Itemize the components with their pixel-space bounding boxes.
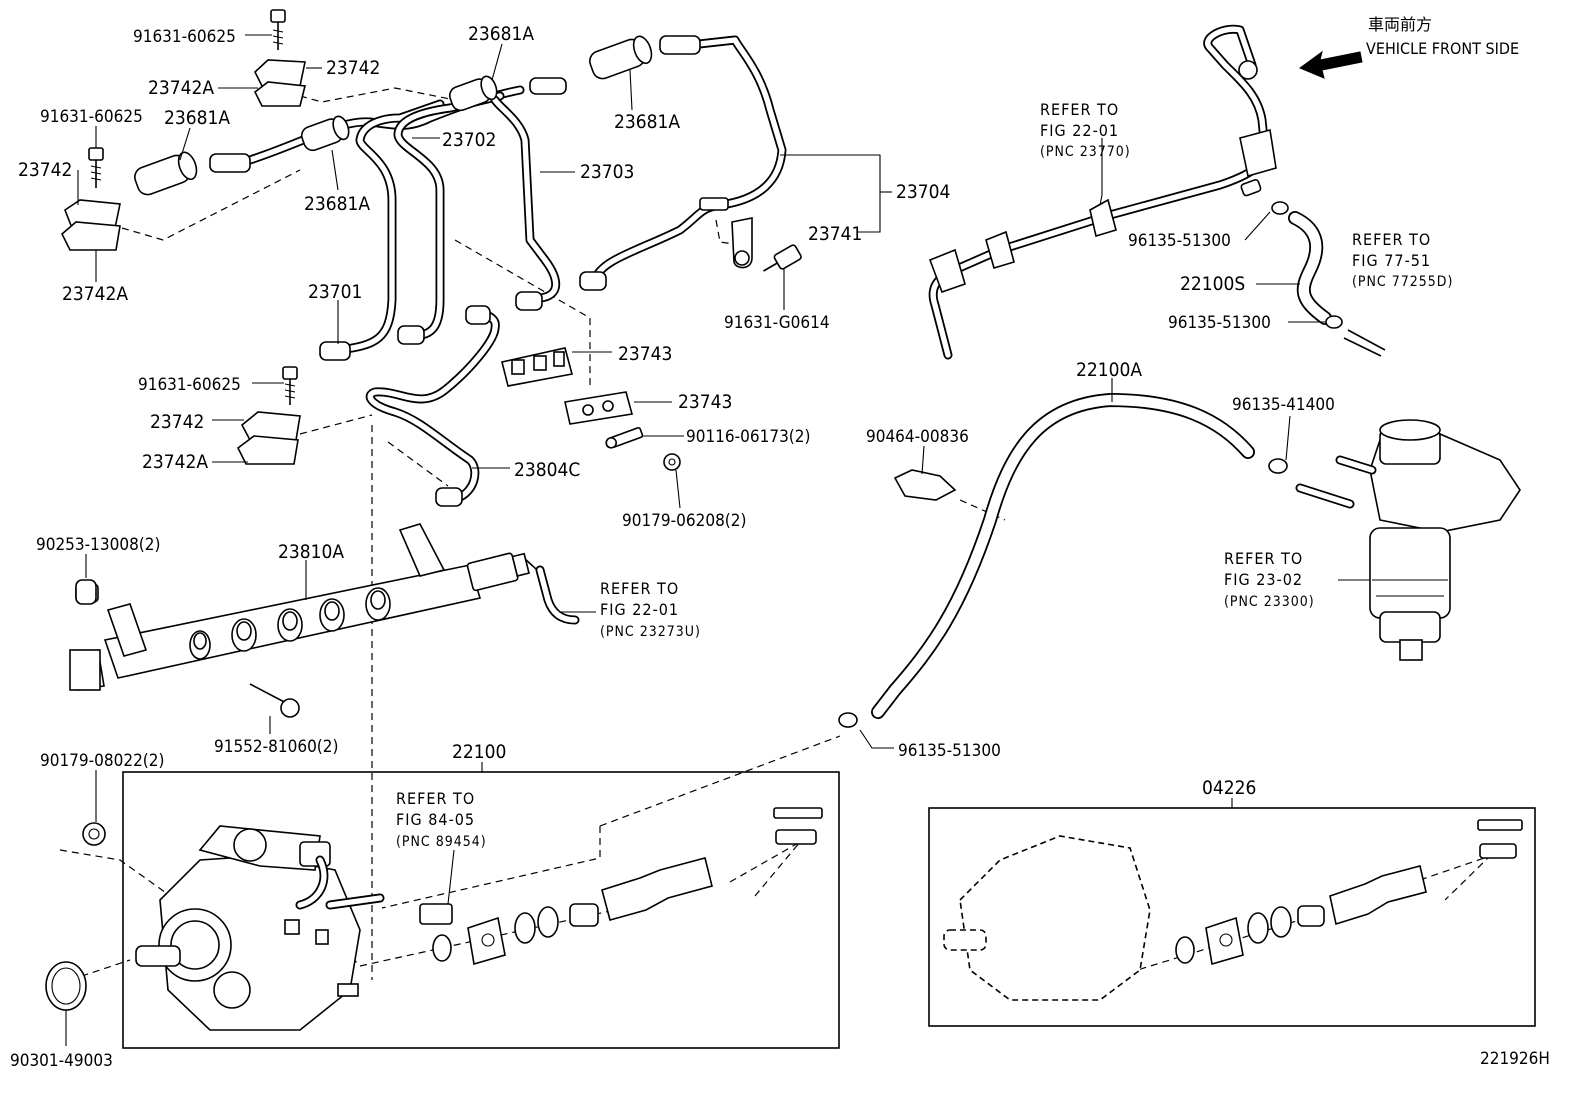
part-label: 23681A	[304, 193, 370, 215]
fuel-hose-22100S	[1271, 201, 1386, 357]
part-label: 23681A	[614, 111, 680, 133]
bolt-icon	[270, 9, 286, 50]
part-label: 90301-49003	[10, 1051, 113, 1071]
part-label: 23742	[18, 159, 72, 181]
part-label: 22100S	[1180, 273, 1245, 295]
clamp-set-top	[61, 9, 306, 465]
part-label: 23742	[326, 57, 380, 79]
reference-fig-84-05: REFER TO FIG 84-05 (PNC 89454)	[396, 789, 487, 850]
part-label: 90464-00836	[866, 427, 969, 447]
rail-bolt-icon	[249, 683, 300, 718]
front-direction-arrow-icon	[1298, 50, 1363, 79]
part-label: 23742A	[62, 283, 128, 305]
part-label: 23810A	[278, 541, 344, 563]
svg-text:FIG 22-01: FIG 22-01	[600, 600, 679, 619]
part-label: 23703	[580, 161, 634, 183]
part-label: 90179-08022(2)	[40, 751, 164, 771]
part-label: 91552-81060(2)	[214, 737, 338, 757]
part-label: 22100A	[1076, 359, 1142, 381]
svg-text:(PNC 77255D): (PNC 77255D)	[1352, 274, 1453, 290]
part-label: 04226	[1202, 777, 1256, 799]
pipe-insulators	[134, 35, 653, 196]
part-label: 91631-60625	[138, 375, 241, 395]
reference-fig-23-02: REFER TO FIG 23-02 (PNC 23300)	[1224, 549, 1315, 610]
svg-text:REFER TO: REFER TO	[600, 579, 679, 598]
leader-lines	[65, 34, 1370, 1046]
part-label: 23742A	[148, 77, 214, 99]
part-label: 23742	[150, 411, 204, 433]
vehicle-front-label-jp: 車両前方	[1368, 15, 1432, 34]
injection-pipe-set	[209, 35, 787, 507]
part-label: 23743	[618, 343, 672, 365]
bolt-icon	[88, 147, 104, 188]
part-label: 96135-51300	[1168, 313, 1271, 333]
svg-text:(PNC 23273U): (PNC 23273U)	[600, 624, 701, 640]
part-label: 22100	[452, 741, 506, 763]
kit-04226-components	[1175, 819, 1523, 966]
part-label: 23701	[308, 281, 362, 303]
part-label: 91631-60625	[40, 107, 143, 127]
reference-fig-22-01-rail: REFER TO FIG 22-01 (PNC 23273U)	[600, 579, 701, 640]
assembly-box-22100	[122, 771, 840, 1049]
svg-text:REFER TO: REFER TO	[1224, 549, 1303, 568]
svg-text:(PNC 23300): (PNC 23300)	[1224, 594, 1315, 610]
loose-parts	[45, 579, 106, 1011]
bracket-23741	[731, 217, 802, 272]
part-label: 23804C	[514, 459, 580, 481]
kit-04226-parts	[943, 835, 1151, 1001]
svg-text:REFER TO: REFER TO	[1352, 230, 1431, 249]
rail-outlets	[189, 587, 391, 660]
part-label: 91631-60625	[133, 27, 236, 47]
part-label: 23702	[442, 129, 496, 151]
part-label: 23681A	[164, 107, 230, 129]
clamp-23743	[501, 347, 681, 471]
svg-text:FIG 84-05: FIG 84-05	[396, 810, 475, 829]
svg-text:FIG 22-01: FIG 22-01	[1040, 121, 1119, 140]
part-label: 23681A	[468, 23, 534, 45]
part-label: 96135-41400	[1232, 395, 1335, 415]
part-label: 23742A	[142, 451, 208, 473]
svg-text:FIG 77-51: FIG 77-51	[1352, 251, 1431, 270]
svg-text:REFER TO: REFER TO	[396, 789, 475, 808]
svg-text:REFER TO: REFER TO	[1040, 100, 1119, 119]
pipe-nut-fittings	[209, 35, 729, 507]
part-label: 23704	[896, 181, 950, 203]
part-label: 91631-G0614	[724, 313, 830, 333]
part-label: 90116-06173(2)	[686, 427, 810, 447]
supply-pump-22100	[135, 825, 385, 1031]
part-label: 96135-51300	[898, 741, 1001, 761]
part-label: 96135-51300	[1128, 231, 1231, 251]
part-label: 23741	[808, 223, 862, 245]
svg-text:(PNC 89454): (PNC 89454)	[396, 834, 487, 850]
reference-fig-22-01-top: REFER TO FIG 22-01 (PNC 23770)	[1040, 100, 1131, 160]
diagram-code: 221926H	[1480, 1049, 1550, 1069]
fuel-line-top-right	[928, 24, 1277, 360]
reference-fig-77-51: REFER TO FIG 77-51 (PNC 77255D)	[1352, 230, 1453, 290]
part-label: 90253-13008(2)	[36, 535, 160, 555]
part-number-labels: 91631-60625 23742 23742A 23681A 23681A 9…	[10, 23, 1335, 1071]
svg-text:FIG 23-02: FIG 23-02	[1224, 570, 1303, 589]
pump-components-row	[419, 807, 823, 966]
part-label: 23743	[678, 391, 732, 413]
svg-text:(PNC 23770): (PNC 23770)	[1040, 144, 1131, 160]
part-label: 90179-06208(2)	[622, 511, 746, 531]
fuel-filter	[1295, 419, 1521, 661]
vehicle-front-label: VEHICLE FRONT SIDE	[1366, 39, 1519, 58]
fuel-hose-22100A	[838, 392, 1288, 728]
bolt-icon	[282, 366, 298, 405]
